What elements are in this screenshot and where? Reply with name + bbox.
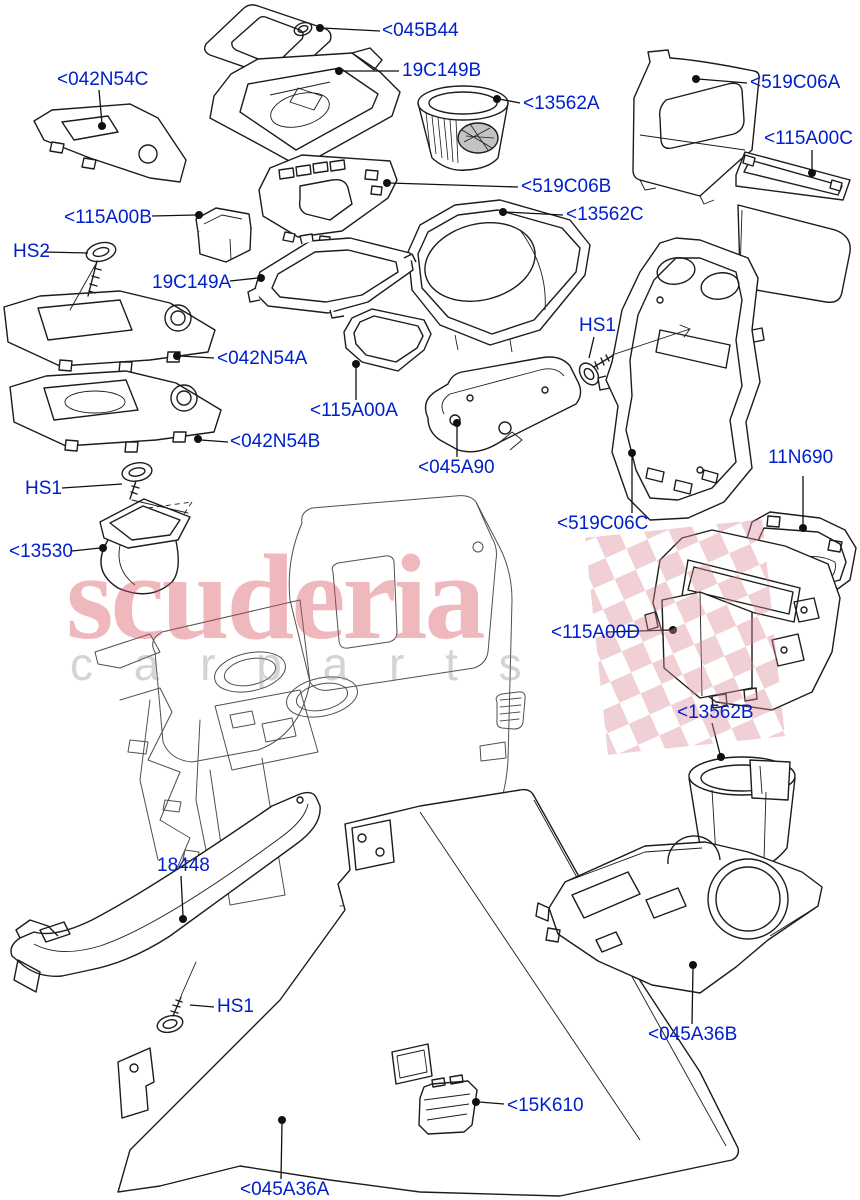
part-label-042N54B: <042N54B (230, 431, 320, 452)
part-drawing-13562C (407, 199, 591, 353)
part-label-18448: 18448 (157, 855, 210, 876)
part-drawing-519C06B (258, 154, 398, 246)
part-drawing-13530 (99, 498, 193, 595)
part-label-HS1-bottom: HS1 (217, 996, 254, 1017)
part-label-13530: <13530 (9, 541, 73, 562)
watermark: scuderia c a r p a r t s (66, 519, 785, 755)
part-drawing-15K610 (418, 1074, 478, 1135)
part-drawing-519C06C (597, 237, 765, 521)
watermark-brand-text: scuderia (66, 530, 485, 665)
part-label-045A90: <045A90 (418, 457, 495, 478)
part-drawing-042N54A (3, 290, 216, 373)
part-label-115A00B: <115A00B (64, 207, 152, 228)
screw-hs1-mid-icon (578, 324, 691, 386)
part-label-115A00A: <115A00A (310, 400, 398, 421)
part-label-13562B: <13562B (677, 702, 754, 723)
part-drawing-115A00C (735, 151, 851, 303)
part-label-13562C: <13562C (566, 204, 644, 225)
part-labels: <045B44 19C149B <042N54C <13562A <519C06… (9, 20, 853, 1200)
part-label-HS1-mid: HS1 (579, 315, 616, 336)
part-label-19C149A: 19C149A (152, 272, 232, 293)
screw-hs2-icon (69, 241, 117, 311)
part-label-19C149B: 19C149B (402, 60, 481, 81)
part-label-HS1-top: HS1 (25, 478, 62, 499)
screw-hs1-top-icon (121, 462, 189, 514)
part-label-115A00D: <115A00D (551, 622, 640, 643)
screw-hs1-bottom-icon (156, 961, 197, 1034)
part-drawing-19C149B (209, 47, 401, 168)
part-drawing-19C149A (247, 233, 417, 319)
part-label-11N690: 11N690 (768, 447, 833, 468)
part-drawing-042N54B (9, 370, 222, 453)
part-label-045A36A: <045A36A (240, 1179, 330, 1200)
part-label-042N54C: <042N54C (57, 69, 148, 90)
part-label-045B44: <045B44 (382, 20, 459, 41)
part-label-15K610: <15K610 (507, 1095, 584, 1116)
part-label-042N54A: <042N54A (217, 348, 308, 369)
part-drawing-13562A (417, 85, 509, 171)
part-label-519C06B: <519C06B (521, 176, 611, 197)
part-drawing-045A90 (424, 356, 582, 453)
part-drawing-18448 (10, 791, 321, 993)
part-drawing-519C06A (632, 49, 760, 205)
part-drawing-115A00B (195, 207, 252, 263)
part-label-13562A: <13562A (523, 93, 600, 114)
part-label-115A00C: <115A00C (764, 128, 853, 149)
watermark-subtext: c a r p a r t s (70, 638, 536, 690)
part-label-519C06C: <519C06C (557, 513, 648, 534)
part-label-HS2: HS2 (13, 241, 50, 262)
part-drawing-042N54C (33, 103, 187, 183)
leader-lines (43, 24, 816, 1180)
part-label-519C06A: <519C06A (750, 72, 841, 93)
part-drawing-13562B (688, 756, 796, 873)
part-label-045A36B: <045A36B (648, 1024, 737, 1045)
part-drawing-045A36B (535, 835, 823, 994)
part-drawing-115A00A (343, 308, 432, 372)
checkered-flag-icon (585, 519, 785, 755)
